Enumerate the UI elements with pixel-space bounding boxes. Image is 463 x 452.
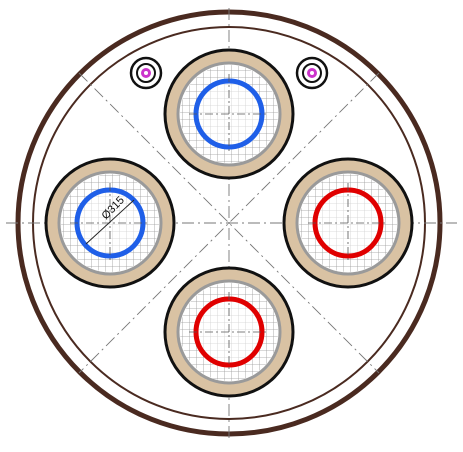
pipe-top bbox=[163, 48, 295, 180]
centerline-diagonal-1 bbox=[78, 72, 380, 374]
marker-center bbox=[310, 71, 314, 75]
marker-left bbox=[129, 56, 163, 90]
markers-group bbox=[129, 56, 329, 90]
marker-right bbox=[295, 56, 329, 90]
pipe-left bbox=[44, 157, 176, 289]
pipe-right bbox=[282, 157, 414, 289]
dimension-line bbox=[85, 199, 135, 245]
marker-center bbox=[144, 71, 148, 75]
pipe-bottom bbox=[163, 266, 295, 398]
centerline-diagonal-2 bbox=[78, 72, 380, 374]
pipes-group bbox=[44, 48, 414, 398]
